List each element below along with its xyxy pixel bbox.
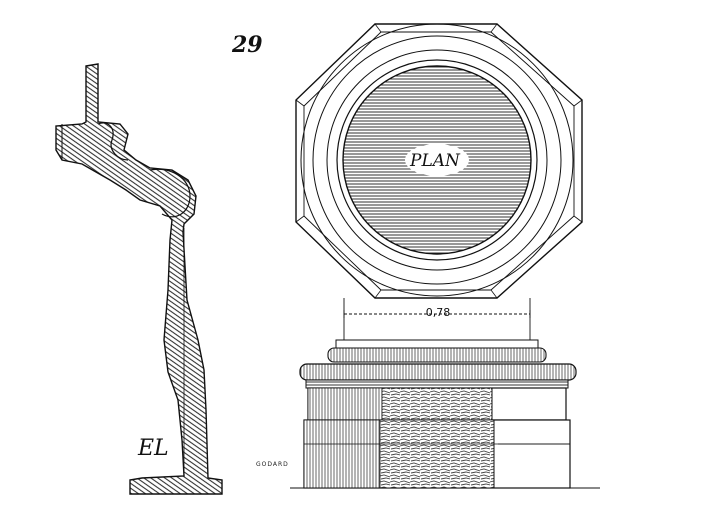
dimension-label: 0,78 [425,306,451,319]
section-profile [55,63,223,495]
octagon-plan [295,23,583,299]
engraver-signature: GODARD [256,461,289,468]
plan-label: PLAN [410,151,460,171]
base-elevation [290,298,600,489]
page-number: 29 [232,32,263,58]
monogram: EL [138,436,169,461]
